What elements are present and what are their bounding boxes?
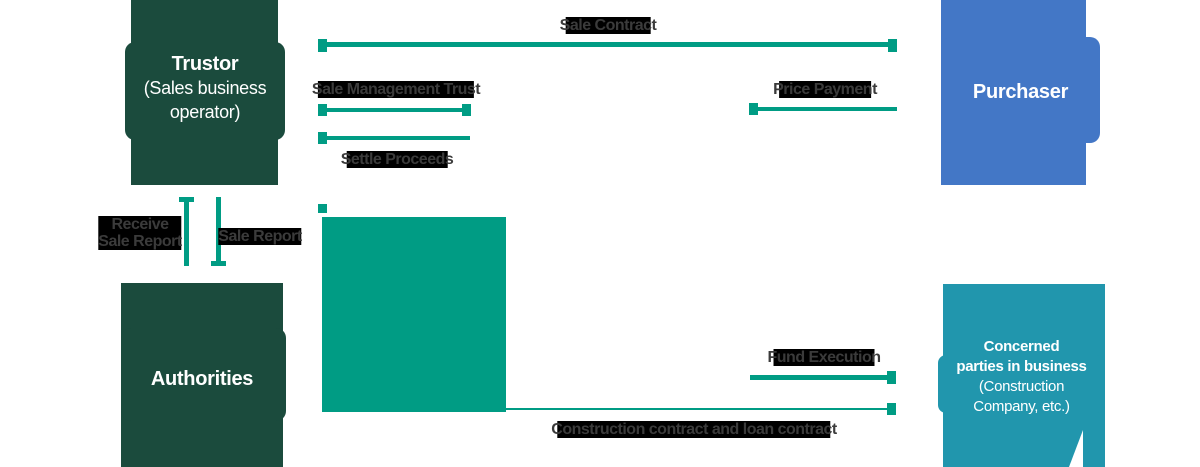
sale-contract-line-left-cap — [318, 39, 327, 52]
sale-management-trust-left-cap — [318, 104, 327, 116]
concerned-parties-box-band — [938, 355, 1105, 413]
fund-execution-line — [750, 375, 895, 380]
trustor-label: Trustor (Sales business operator) — [125, 52, 285, 124]
trustor-subtitle-line1: (Sales business — [143, 78, 267, 98]
price-payment-label: Price Payment — [770, 79, 880, 100]
sale-management-trust-line — [318, 108, 471, 112]
construction-loan-right-cap — [887, 403, 896, 415]
concerned-line4: Company, etc.) — [973, 398, 1070, 415]
receive-sale-report-label-line1: Receive — [111, 216, 169, 233]
construction-loan-label: Construction contract and loan contract — [548, 419, 839, 440]
settle-proceeds-left-cap — [318, 132, 327, 144]
fund-execution-right-cap — [887, 371, 896, 384]
concerned-line1: Concerned — [983, 338, 1060, 355]
authorities-box-band — [121, 328, 286, 421]
concerned-line3: (Construction — [978, 378, 1065, 395]
sale-report-bottom-cap — [211, 261, 226, 266]
concerned-line2: parties in business — [956, 358, 1087, 375]
sale-management-trust-label: Sale Management Trust — [309, 79, 483, 100]
central-trust-block — [322, 217, 506, 412]
construction-loan-line — [505, 408, 896, 410]
purchaser-box-band — [941, 37, 1100, 143]
central-block-corner-marker — [318, 204, 327, 213]
settle-proceeds-line — [318, 136, 470, 140]
trustor-box-band — [125, 42, 285, 140]
fund-execution-label: Fund Execution — [765, 347, 884, 368]
sale-management-trust-right-cap — [462, 104, 471, 116]
sale-contract-line — [318, 42, 897, 47]
concerned-parties-label: Concerned parties in business (Construct… — [938, 337, 1105, 417]
settle-proceeds-label: Settle Proceeds — [338, 149, 457, 170]
receive-sale-report-label-line2: Sale Report — [98, 233, 182, 250]
receive-sale-report-label: Receive Sale Report — [95, 214, 184, 252]
purchaser-title: Purchaser — [972, 81, 1069, 103]
sale-contract-line-right-cap — [888, 39, 897, 52]
trustor-subtitle-line2: operator) — [169, 102, 241, 122]
authorities-title: Authorities — [150, 368, 254, 390]
receive-sale-report-top-cap — [179, 197, 194, 202]
price-payment-line — [749, 107, 897, 111]
sale-contract-label: Sale Contract — [557, 15, 660, 36]
price-payment-left-cap — [749, 103, 758, 115]
trustor-title: Trustor — [171, 53, 239, 75]
receive-sale-report-line — [184, 197, 189, 266]
sale-report-label: Sale Report — [215, 226, 304, 247]
